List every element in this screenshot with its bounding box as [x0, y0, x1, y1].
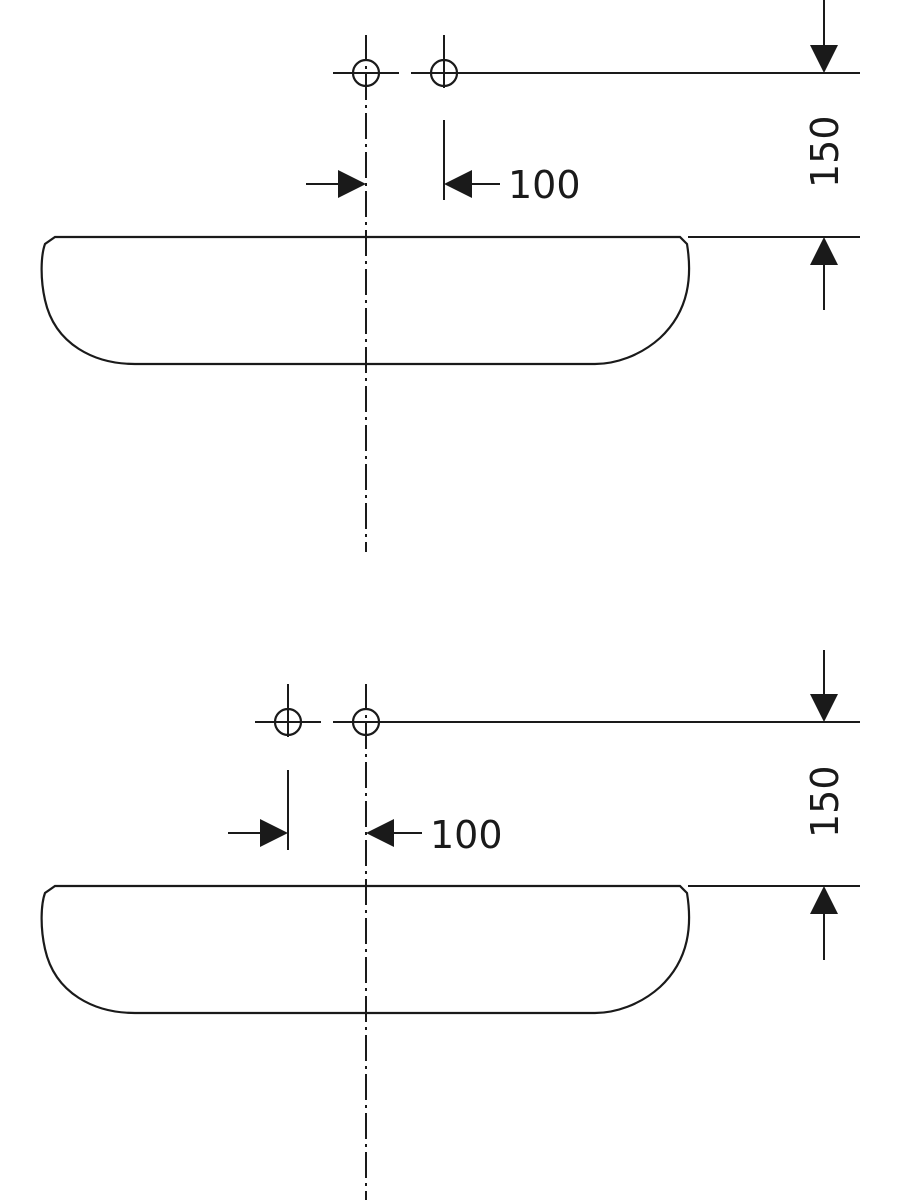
upper-horizontal-dimension-label: 100: [508, 163, 581, 207]
lower-basin-outline: [40, 884, 691, 1015]
lower-vertical-dimension: [810, 650, 838, 960]
lower-horizontal-dimension-label: 100: [430, 813, 503, 857]
lower-left-hole-marker: [255, 684, 321, 737]
upper-basin-outline: [40, 235, 691, 366]
upper-vertical-dimension-label: 150: [803, 115, 847, 188]
lower-horizontal-dimension: [228, 819, 422, 847]
lower-vertical-dimension-label: 150: [803, 765, 847, 838]
lower-right-hole-marker: [333, 707, 860, 737]
upper-horizontal-dimension: [306, 170, 500, 198]
upper-view: 100 150: [40, 0, 860, 552]
upper-right-hole-marker: [411, 35, 860, 88]
upper-vertical-dimension: [810, 0, 838, 310]
upper-left-hole-marker: [333, 58, 399, 88]
lower-view: 100 150: [40, 650, 860, 1200]
